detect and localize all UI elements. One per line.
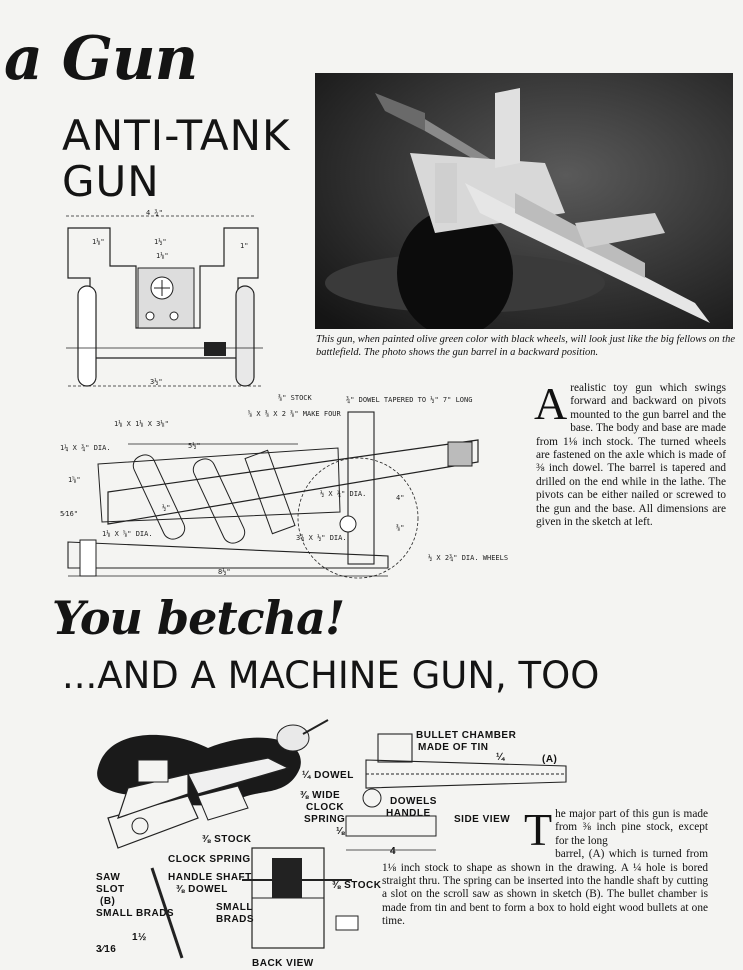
- side-dia4-label: 1⅛ X ⅝" DIA.: [102, 529, 153, 538]
- front-bottom-dim-label: 3½": [150, 378, 163, 386]
- barrel-a-label: (A): [542, 754, 557, 765]
- saw-label: SAW: [96, 872, 120, 883]
- one-half-label: 1½: [132, 932, 147, 943]
- photo-illustration: [315, 73, 733, 329]
- anti-tank-heading-line1: ANTI-TANK: [62, 111, 291, 160]
- dowels-label: DOWELS: [390, 796, 437, 807]
- anti-tank-heading-line2: GUN: [62, 157, 160, 206]
- front-left-dim-label: 1⅛": [92, 237, 105, 246]
- side-dim-8-label: 8½": [218, 568, 231, 576]
- slot-label: SLOT: [96, 884, 125, 895]
- side-dia3-label: 3¾ X ½" DIA.: [296, 534, 347, 542]
- spring-label: SPRING: [304, 814, 345, 825]
- anti-tank-gun-photo: [315, 73, 733, 329]
- small-brads-left-label: SMALL BRADS: [96, 908, 174, 919]
- side-dowel-label: ¾" DOWEL TAPERED TO ½" 7" LONG: [346, 396, 472, 404]
- script-title-you-betcha: You betcha!: [52, 591, 345, 645]
- handle-label: HANDLE: [386, 808, 431, 819]
- side-view-label: SIDE VIEW: [454, 814, 510, 825]
- side-make-four-label: ⅝ X ⅜ X 2 ⅜" MAKE FOUR: [248, 409, 342, 418]
- front-view-drawing: 4 ¾" 1⅛" 1½" 1⅛" 1" 3½": [66, 209, 263, 387]
- three-sixteenths-label: 3⁄16: [96, 944, 116, 955]
- machine-gun-headline: ...AND A MACHINE GUN, TOO: [62, 654, 600, 697]
- wide-label: ⅜ WIDE: [300, 790, 340, 801]
- machine-gun-illustration: [97, 719, 329, 849]
- made-of-tin-label: MADE OF TIN: [418, 742, 489, 753]
- sketch-b-label: (B): [100, 896, 115, 907]
- anti-tank-article-text: realistic toy gun which swings forward a…: [536, 382, 726, 529]
- dowel-two-label: ⅜ DOWEL: [176, 884, 228, 895]
- bullet-chamber-label: BULLET CHAMBER: [416, 730, 517, 741]
- clock-label: CLOCK: [306, 802, 344, 813]
- side-dim-3-8-label: ⅜": [396, 523, 404, 532]
- side-stock-label: ⅜" STOCK: [278, 393, 313, 402]
- side-dim-5-label: 5½": [188, 442, 201, 450]
- side-dim-1-2-label: ½": [162, 504, 170, 512]
- machine-gun-article-text-indented: he major part of this gun is made from ⅜…: [555, 808, 708, 847]
- script-title-a-gun: a Gun: [4, 24, 198, 94]
- machine-gun-drop-cap: T: [524, 804, 553, 855]
- machine-gun-article-text-rest: barrel, (A) which is turned from 1⅛ inch…: [382, 848, 708, 928]
- four-label: 4: [390, 846, 396, 857]
- side-dim-4-label: 4": [396, 494, 404, 502]
- side-block-label: 1⅛ X 1⅛ X 3⅛": [114, 419, 169, 428]
- machine-gun-side-view: BULLET CHAMBER MADE OF TIN ¼ (A) ¼ DOWEL…: [300, 730, 567, 857]
- machine-gun-back-view: ⅜ STOCK CLOCK SPRING SAW HANDLE SHAFT SL…: [96, 834, 382, 969]
- clock-spring-label: CLOCK SPRING: [168, 854, 251, 865]
- stock-left-label: ⅜ STOCK: [202, 834, 252, 845]
- back-view-label: BACK VIEW: [252, 958, 314, 969]
- front-center-dim-label: 1½": [154, 238, 167, 246]
- photo-caption: This gun, when painted olive green color…: [316, 334, 735, 358]
- front-width-top-label: 4 ¾": [146, 209, 163, 217]
- anti-tank-drop-cap: A: [534, 378, 568, 429]
- side-dim-1-5-label: 1⅝": [68, 476, 81, 484]
- brads-label: BRADS: [216, 914, 254, 925]
- side-view-drawing: ⅜" STOCK ¾" DOWEL TAPERED TO ½" 7" LONG …: [60, 393, 508, 579]
- small-label: SMALL: [216, 902, 253, 913]
- side-dia1-label: 1¼ X ¾" DIA.: [60, 444, 111, 452]
- quarter-dowel-label: ¼ DOWEL: [302, 770, 354, 781]
- side-dia2-label: ½ X ¼" DIA.: [320, 490, 366, 498]
- front-inner-dim-label: 1⅛": [156, 251, 169, 260]
- eighth-label: ⅛: [336, 826, 345, 837]
- front-height-dim-label: 1": [240, 242, 248, 250]
- quarter-label: ¼: [496, 752, 505, 763]
- handle-shaft-label: HANDLE SHAFT: [168, 872, 252, 883]
- stock-right-label: ⅜ STOCK: [332, 880, 382, 891]
- side-wheels-label: ½ X 2¾" DIA. WHEELS: [428, 554, 508, 562]
- side-dim-5-16-label: 5⁄16": [60, 510, 78, 518]
